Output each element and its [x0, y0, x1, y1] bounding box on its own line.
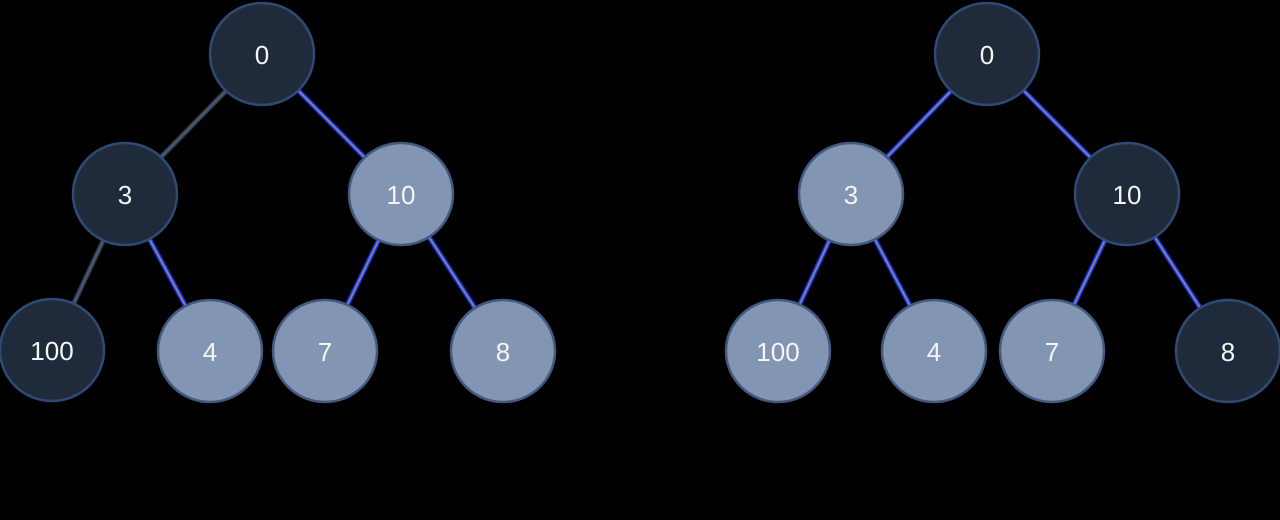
node-circle	[449, 298, 557, 404]
node-circle	[0, 297, 106, 403]
node-circle	[724, 298, 832, 404]
node-label: 3	[118, 180, 132, 210]
node-label: 7	[1045, 337, 1059, 367]
tree-node-4: 4	[156, 298, 264, 404]
tree-node-0: 0	[208, 1, 316, 107]
tree-node-7: 7	[998, 298, 1106, 404]
node-circle	[347, 141, 455, 247]
left-tree: 0 3 10 100 4 7 8	[0, 1, 557, 404]
node-label: 3	[844, 180, 858, 210]
node-label: 8	[1221, 337, 1235, 367]
node-label: 4	[927, 337, 941, 367]
tree-node-10: 10	[1073, 141, 1181, 247]
node-label: 100	[30, 336, 73, 366]
node-circle	[271, 298, 379, 404]
node-circle	[71, 141, 179, 247]
node-circle	[933, 1, 1041, 107]
node-label: 4	[203, 337, 217, 367]
node-label: 100	[756, 337, 799, 367]
node-circle	[880, 298, 988, 404]
node-circle	[797, 141, 905, 247]
node-label: 0	[980, 40, 994, 70]
tree-node-10: 10	[347, 141, 455, 247]
tree-node-7: 7	[271, 298, 379, 404]
node-label: 8	[496, 337, 510, 367]
tree-node-100: 100	[0, 297, 106, 403]
node-label: 7	[318, 337, 332, 367]
node-circle	[1174, 298, 1280, 404]
node-label: 10	[1113, 180, 1142, 210]
node-circle	[208, 1, 316, 107]
node-circle	[156, 298, 264, 404]
tree-node-3: 3	[797, 141, 905, 247]
tree-node-8: 8	[1174, 298, 1280, 404]
tree-node-100: 100	[724, 298, 832, 404]
tree-node-4: 4	[880, 298, 988, 404]
right-tree: 0 3 10 100 4 7 8	[724, 1, 1280, 404]
tree-node-0: 0	[933, 1, 1041, 107]
node-label: 10	[387, 180, 416, 210]
tree-node-8: 8	[449, 298, 557, 404]
tree-node-3: 3	[71, 141, 179, 247]
node-circle	[1073, 141, 1181, 247]
node-label: 0	[255, 40, 269, 70]
node-circle	[998, 298, 1106, 404]
